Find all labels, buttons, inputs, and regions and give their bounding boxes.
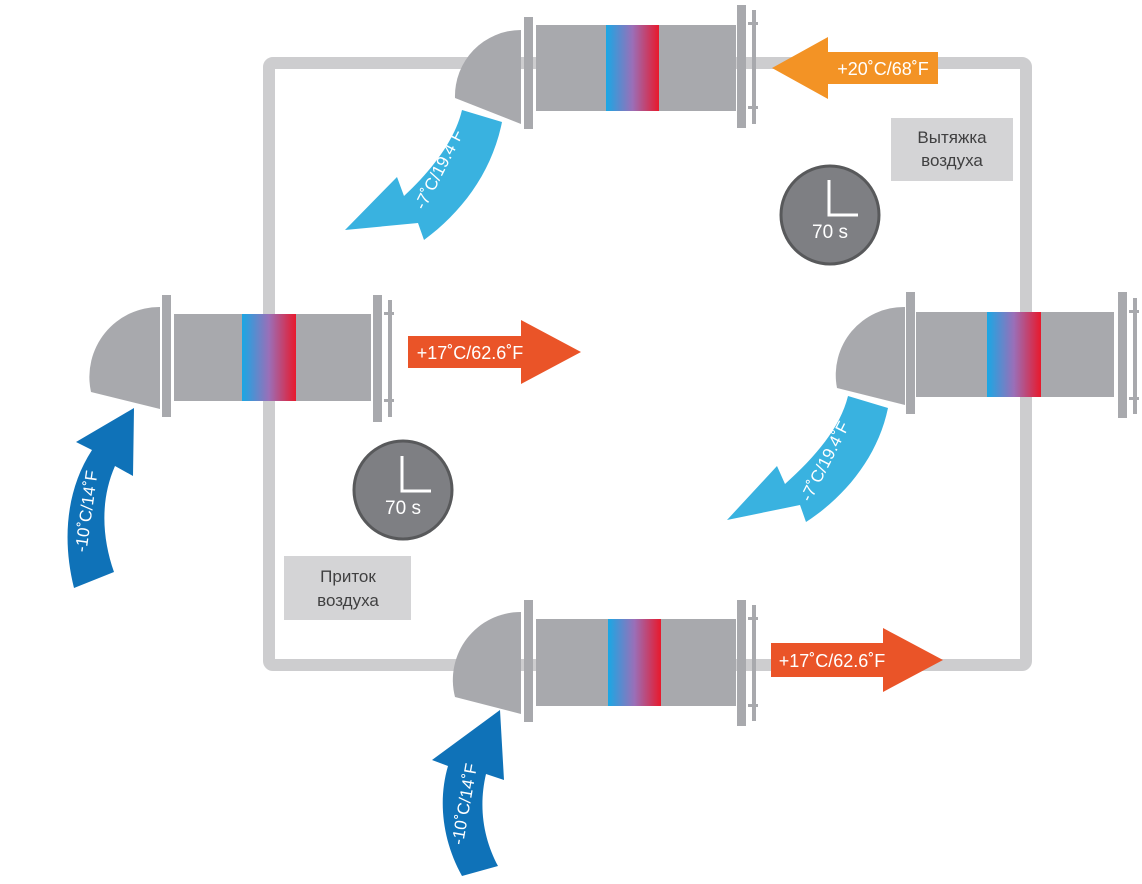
arrow-top-in: +20˚C/68˚F — [772, 37, 938, 99]
ventilation-unit-right — [835, 292, 1139, 418]
arrow-bottom-out-shape — [771, 628, 943, 692]
ventilation-unit-bottom — [452, 600, 758, 726]
arrow-left-out-label: +17˚C/62.6˚F — [417, 343, 524, 363]
exhaust-air-line1: Вытяжка — [917, 128, 987, 147]
supply-air-box: Приток воздуха — [284, 556, 411, 620]
heat-core-bottom — [608, 619, 661, 706]
exhaust-air-box: Вытяжка воздуха — [891, 118, 1013, 181]
heat-core-left — [242, 314, 296, 401]
arrow-top-out-shape — [345, 110, 502, 240]
arrow-top-in-label: +20˚C/68˚F — [837, 59, 929, 79]
exhaust-air-line2: воздуха — [921, 151, 983, 170]
flange-left-right — [906, 292, 915, 414]
arrow-bottom-out-label: +17˚C/62.6˚F — [779, 651, 886, 671]
clock-hands — [400, 456, 431, 493]
arrow-left-out-shape — [408, 320, 581, 384]
flange-right-bottom — [737, 600, 746, 726]
hood-right — [835, 306, 905, 405]
timer-upper: 70 s — [779, 164, 881, 266]
arrow-right-out: -7˚C/19.4˚F — [727, 396, 888, 522]
heat-core-right — [987, 312, 1041, 397]
arrow-bottom-out: +17˚C/62.6˚F — [771, 628, 943, 692]
grille-slat — [748, 22, 758, 25]
flange-left-top — [524, 17, 533, 129]
supply-air-line1: Приток — [320, 567, 376, 586]
grille-slat — [1129, 310, 1139, 313]
grille-slat — [384, 399, 394, 402]
grille-right — [1133, 298, 1137, 414]
grille-bottom — [752, 605, 756, 721]
hood-left — [89, 306, 160, 409]
timer-lower-label: 70 s — [385, 498, 421, 519]
timer-lower: 70 s — [352, 439, 454, 541]
timer-upper-label: 70 s — [812, 222, 848, 243]
flange-right-right — [1118, 292, 1127, 418]
arrow-left-out: +17˚C/62.6˚F — [408, 320, 581, 384]
grille-slat — [384, 312, 394, 315]
grille-slat — [748, 106, 758, 109]
arrow-bottom-in-shape — [432, 710, 504, 876]
flange-right-top — [737, 5, 746, 128]
supply-air-box-bg — [284, 556, 411, 620]
grille-left — [388, 300, 392, 417]
heat-core-top — [606, 25, 659, 111]
arrow-top-out: -7˚C/19.4˚F — [345, 110, 502, 240]
exhaust-air-box-bg — [891, 118, 1013, 181]
grille-slat — [1129, 397, 1139, 400]
arrow-top-in-shape — [772, 37, 938, 99]
grille-slat — [748, 704, 758, 707]
arrow-right-out-shape — [727, 396, 888, 522]
hood-bottom — [452, 611, 521, 714]
clock-hands — [827, 180, 858, 217]
arrow-left-in: -10˚C/14˚F — [67, 408, 134, 588]
supply-air-line2: воздуха — [317, 591, 379, 610]
arrow-bottom-in: -10˚C/14˚F — [432, 710, 504, 876]
arrow-left-in-shape — [67, 408, 134, 588]
ventilation-unit-top — [454, 5, 758, 129]
flange-left-bottom — [524, 600, 533, 722]
flange-left-left — [162, 295, 171, 417]
grille-top — [752, 10, 756, 124]
hood-top — [454, 29, 521, 124]
grille-slat — [748, 617, 758, 620]
flange-right-left — [373, 295, 382, 422]
ventilation-unit-left — [89, 295, 394, 422]
